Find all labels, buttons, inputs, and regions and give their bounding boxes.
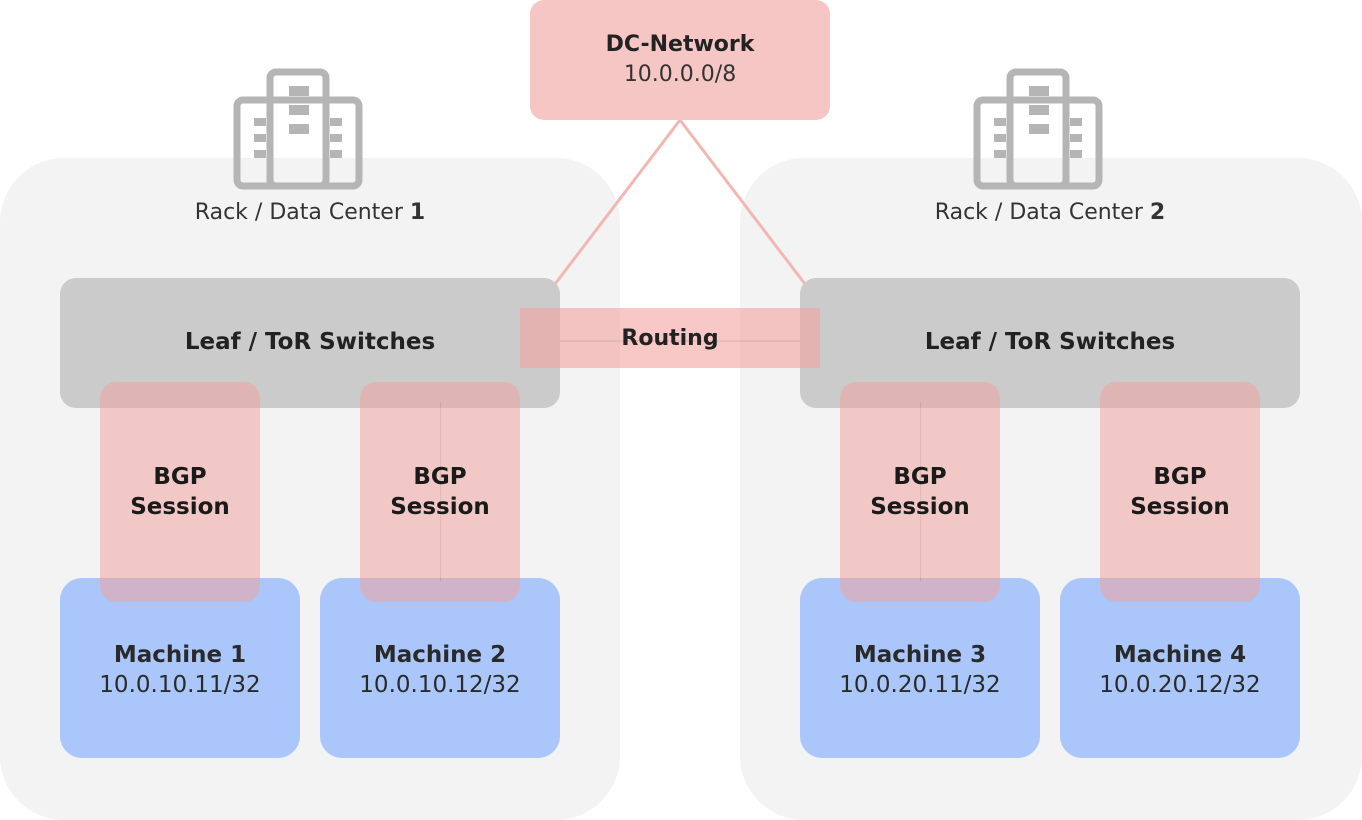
rack-2-label: Rack / Data Center 2 bbox=[800, 200, 1300, 225]
machine-ip: 10.0.20.12/32 bbox=[1099, 672, 1261, 698]
rack-2-label-prefix: Rack / Data Center bbox=[934, 200, 1150, 225]
link-dc-to-rack-2 bbox=[678, 119, 810, 289]
machine-name: Machine 2 bbox=[373, 642, 507, 668]
building-icon bbox=[973, 68, 1103, 190]
bgp-session-3: BGP Session bbox=[840, 382, 1000, 602]
routing-label: Routing bbox=[621, 325, 719, 351]
dc-network-title: DC-Network bbox=[605, 32, 755, 57]
bgp-line1: BGP bbox=[1153, 464, 1207, 490]
machine-3: Machine 3 10.0.20.11/32 bbox=[800, 578, 1040, 758]
bgp-session-1: BGP Session bbox=[100, 382, 260, 602]
rack-1-label-number: 1 bbox=[409, 200, 426, 225]
dc-network-node: DC-Network 10.0.0.0/8 bbox=[530, 0, 830, 120]
machine-ip: 10.0.10.11/32 bbox=[99, 672, 261, 698]
bgp-line2: Session bbox=[130, 494, 230, 520]
machine-2: Machine 2 10.0.10.12/32 bbox=[320, 578, 560, 758]
machine-1: Machine 1 10.0.10.11/32 bbox=[60, 578, 300, 758]
machine-ip: 10.0.10.12/32 bbox=[359, 672, 521, 698]
bgp-divider bbox=[920, 402, 921, 582]
rack-2-label-number: 2 bbox=[1149, 200, 1166, 225]
bgp-line2: Session bbox=[870, 494, 970, 520]
bgp-line1: BGP bbox=[413, 464, 467, 490]
machine-4: Machine 4 10.0.20.12/32 bbox=[1060, 578, 1300, 758]
rack-1-label: Rack / Data Center 1 bbox=[60, 200, 560, 225]
bgp-session-2: BGP Session bbox=[360, 382, 520, 602]
link-dc-to-rack-1 bbox=[550, 119, 682, 289]
bgp-line2: Session bbox=[390, 494, 490, 520]
machine-ip: 10.0.20.11/32 bbox=[839, 672, 1001, 698]
dc-network-cidr: 10.0.0.0/8 bbox=[623, 62, 737, 87]
building-icon bbox=[233, 68, 363, 190]
machine-name: Machine 3 bbox=[853, 642, 987, 668]
bgp-line1: BGP bbox=[153, 464, 207, 490]
bgp-session-4: BGP Session bbox=[1100, 382, 1260, 602]
bgp-line1: BGP bbox=[893, 464, 947, 490]
routing-link: Routing bbox=[520, 308, 820, 368]
leaf-switches-label: Leaf / ToR Switches bbox=[184, 329, 436, 355]
routing-divider bbox=[560, 340, 800, 342]
bgp-line2: Session bbox=[1130, 494, 1230, 520]
machine-name: Machine 1 bbox=[113, 642, 247, 668]
bgp-divider bbox=[440, 402, 441, 582]
machine-name: Machine 4 bbox=[1113, 642, 1247, 668]
leaf-switches-label: Leaf / ToR Switches bbox=[924, 329, 1176, 355]
rack-1-label-prefix: Rack / Data Center bbox=[194, 200, 410, 225]
